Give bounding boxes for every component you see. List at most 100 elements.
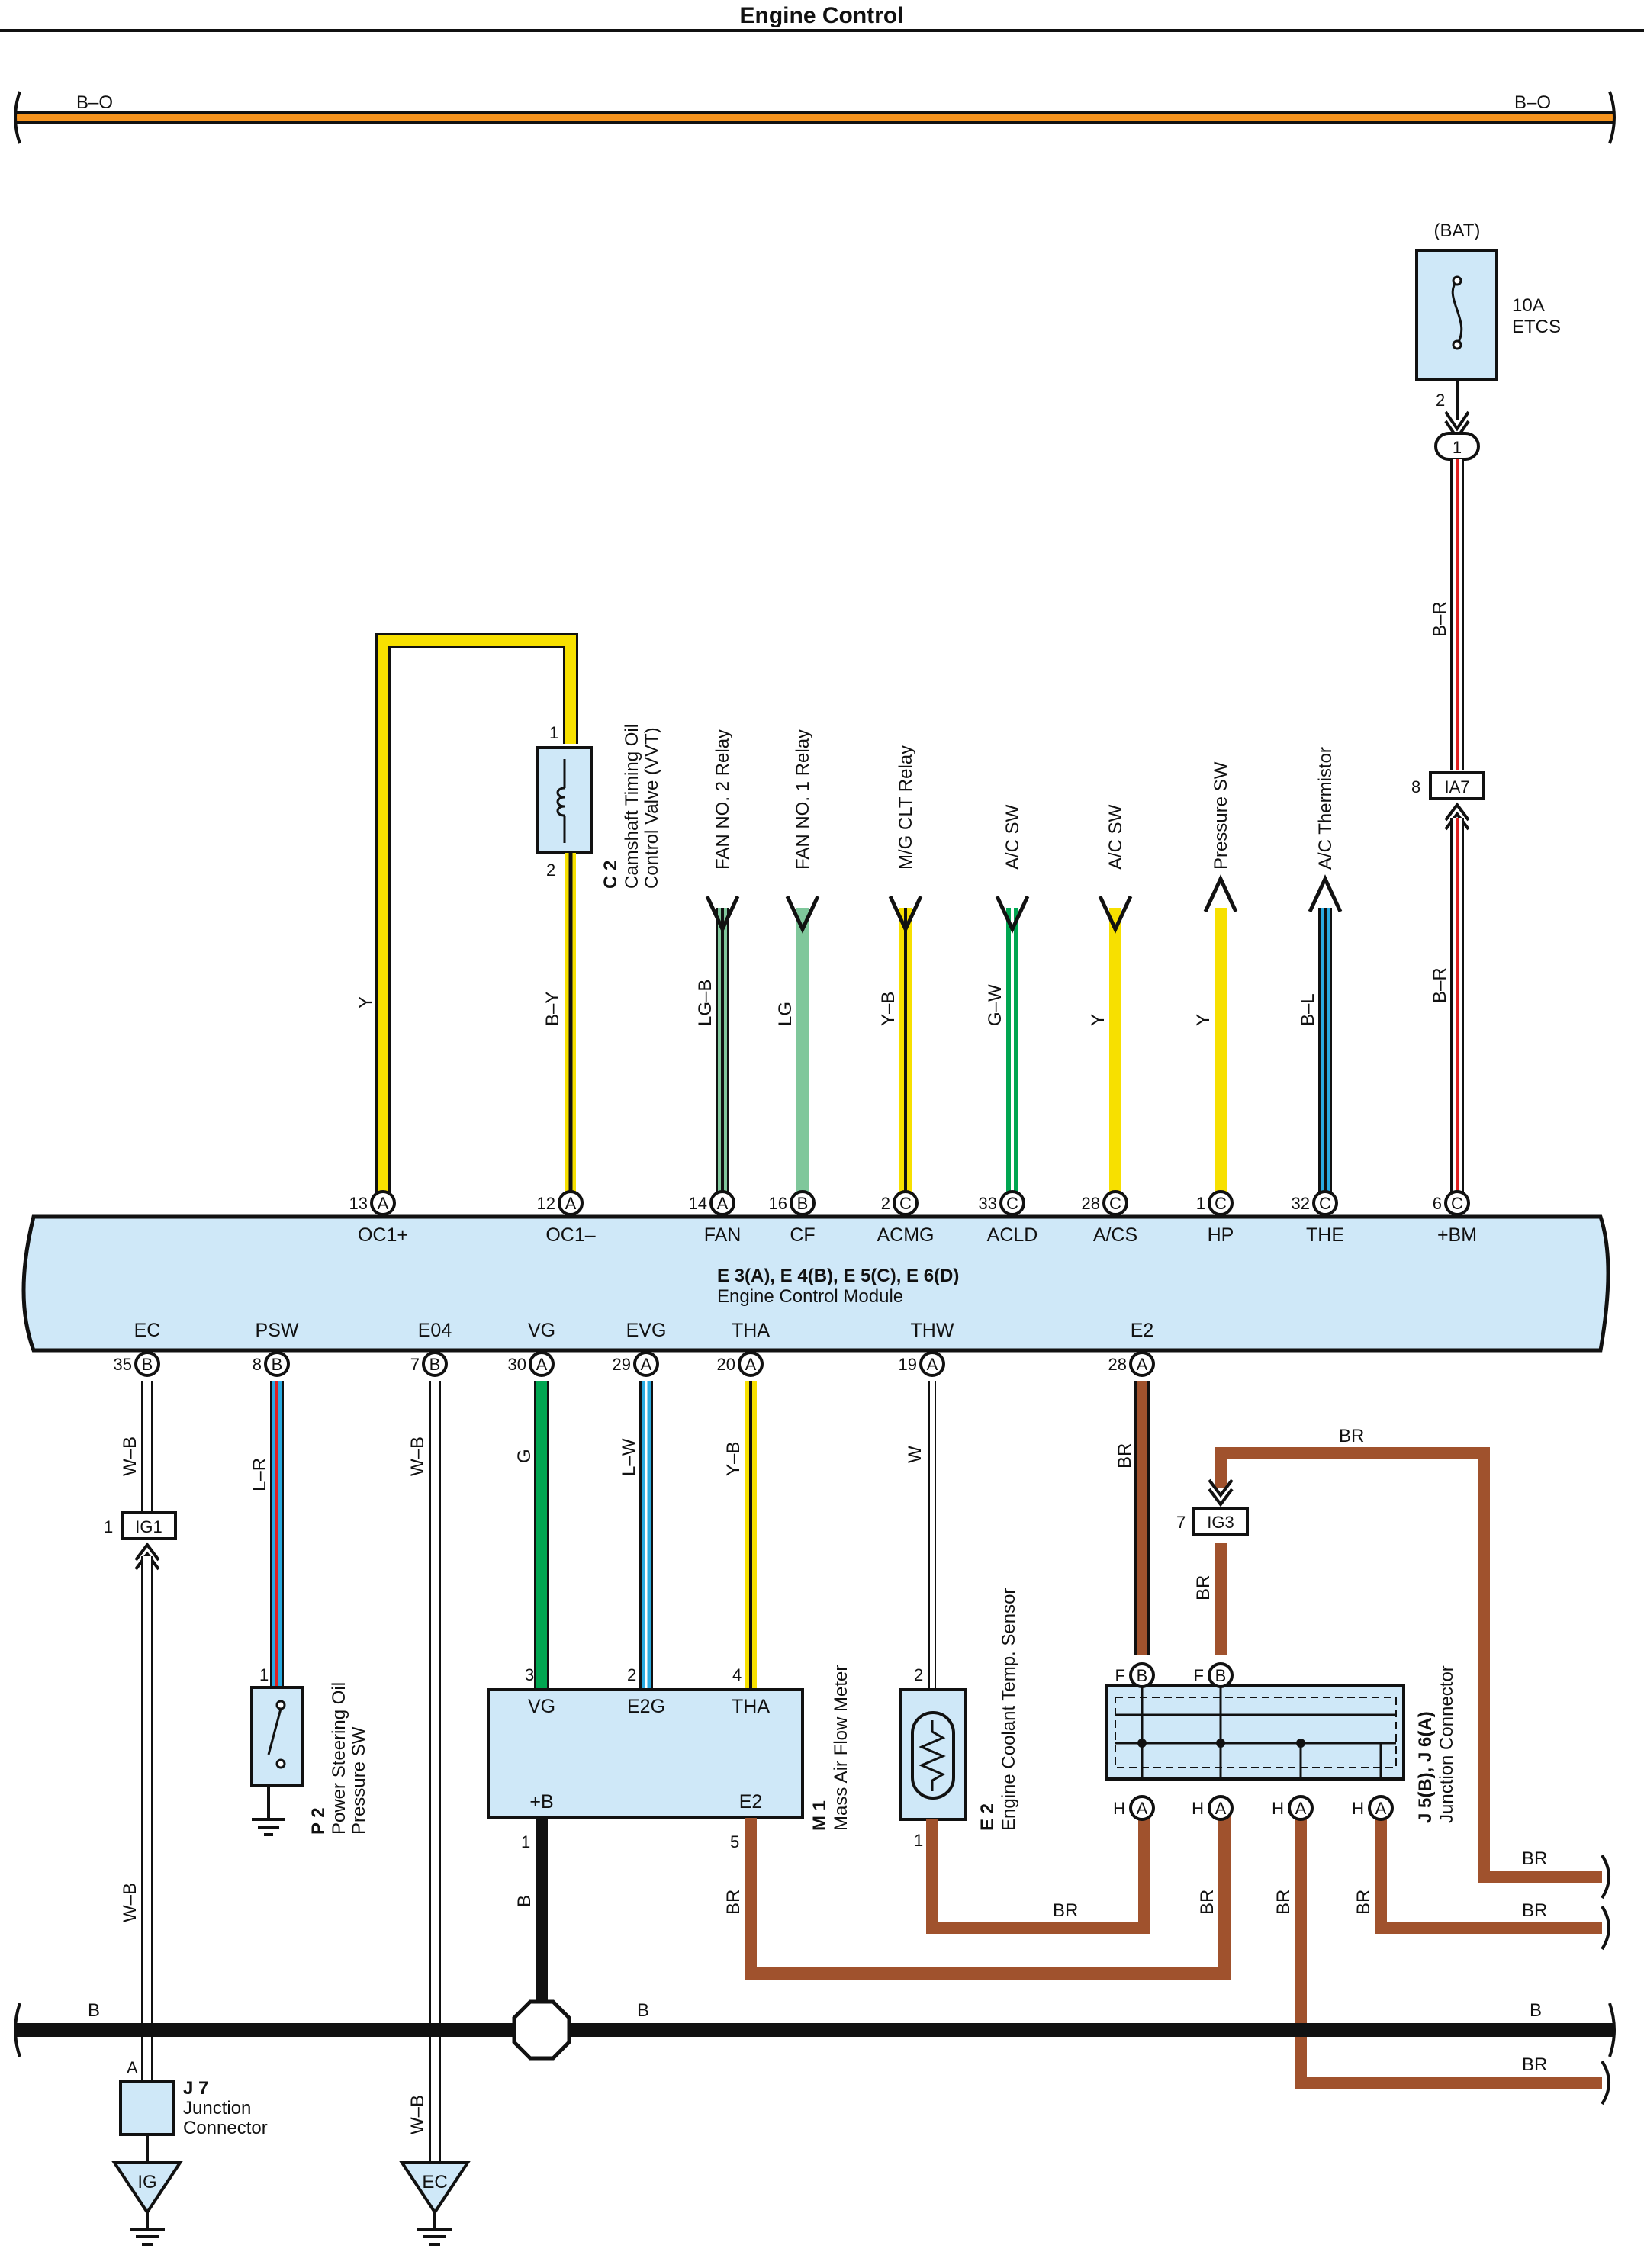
psw-circuit: L–R 1 P 2 Power Steering Oil Pressure SW (249, 1381, 369, 1836)
ecu-bottom-num: 35 (114, 1355, 132, 1374)
ecu-top-pin-ACLD: C33 (979, 1190, 1025, 1216)
ecu-top-pin-ACMG: C2 (881, 1190, 919, 1216)
signal-wire-label-6: B–L (1298, 993, 1318, 1026)
ecu-ids: E 3(A), E 4(B), E 5(C), E 6(D) (717, 1266, 959, 1286)
ecu-top-conn: C (899, 1194, 912, 1213)
arrow-up-icon (1203, 874, 1238, 913)
arrow-up-icon (1308, 874, 1343, 913)
ground-ec-label: EC (422, 2172, 447, 2192)
wire-label-evg: L–W (619, 1438, 639, 1476)
jc-bottom-letter: H (1352, 1799, 1364, 1818)
signal-wire-3: A/C SWG–W (985, 804, 1030, 1202)
j7-pin: A (127, 2058, 138, 2077)
br-label-h2: BR (1273, 1890, 1294, 1915)
ground-ig-label: IG (137, 2172, 156, 2192)
ecu-bottom-pin-EC: B 35 (114, 1351, 160, 1377)
jc-bottom-conn: A (1137, 1799, 1148, 1818)
jc-bottom-pin-2: AH (1272, 1795, 1314, 1821)
jc-bottom-pin-3: AH (1352, 1795, 1394, 1821)
wire-label-vg: G (514, 1449, 535, 1463)
br-label-top: BR (1339, 1426, 1364, 1446)
ground-ig-icon (111, 2161, 183, 2215)
signal-wire-4: A/C SWY (1088, 804, 1133, 1202)
signal-label-4: A/C SW (1105, 804, 1126, 870)
jc-bottom-pin-0: AH (1113, 1795, 1155, 1821)
ecu-bottom-pin-E2: A28 (1108, 1351, 1155, 1377)
ecu-top-num: 2 (881, 1194, 890, 1213)
ecu-top-conn: C (1109, 1194, 1121, 1213)
ecu-bottom-num: 7 (410, 1355, 420, 1374)
ect-pin1: 2 (914, 1665, 923, 1684)
signal-label-2: M/G CLT Relay (896, 745, 916, 870)
ecu-bottom-term: VG (528, 1320, 555, 1341)
wire-label-thw: W (905, 1446, 925, 1463)
maf-id: M 1 (809, 1800, 830, 1831)
ia7-name: IA7 (1444, 777, 1469, 796)
ecu-top-term: ACLD (987, 1224, 1038, 1246)
maf-wires: G L–W Y–B (514, 1381, 757, 1690)
j7-name2: Connector (183, 2118, 268, 2138)
wire-label-bm-upper: B–R (1430, 601, 1450, 637)
ecu-bottom-conn: B (272, 1355, 283, 1374)
maf-pin-e2g: 2 (627, 1665, 636, 1684)
bm-circuit: B–R IA7 8 B–R (1411, 459, 1485, 1202)
ecu-top-conn: A (565, 1194, 577, 1213)
ecu-bottom-conn: B (142, 1355, 153, 1374)
ecu-top-num: 16 (769, 1194, 787, 1213)
connector-arrow-icon (134, 1542, 160, 1571)
ig1-pin: 1 (104, 1517, 113, 1536)
ig1-name: IG1 (135, 1517, 162, 1536)
ecu-bottom-conn: A (536, 1355, 548, 1374)
ecu-bottom-term: THW (911, 1320, 954, 1341)
ecu-top-conn: C (1451, 1194, 1463, 1213)
ecu-top-num: 6 (1433, 1194, 1442, 1213)
signal-label-5: Pressure SW (1211, 761, 1231, 870)
jc-bottom-letter: H (1113, 1799, 1125, 1818)
jc-name: Junction Connector (1436, 1665, 1457, 1823)
ecu-top-num: 14 (689, 1194, 707, 1213)
jc-bottom-letter: H (1272, 1799, 1284, 1818)
maf-term-tha: THA (732, 1696, 770, 1717)
top-bus-label-left: B–O (76, 92, 113, 113)
ecu-top-pin-OC1+: A13 (349, 1190, 396, 1216)
ecu-bottom-num: 28 (1108, 1355, 1127, 1374)
ecu-top-pin-CF: B16 (769, 1190, 816, 1216)
ect-pin2: 1 (914, 1831, 923, 1850)
jc-bottom-letter: H (1192, 1799, 1204, 1818)
ecu-top-pin-THE: C32 (1292, 1190, 1338, 1216)
jc-top-conn: B (1137, 1666, 1148, 1685)
ect-id: E 2 (977, 1803, 998, 1831)
splice-point-icon (512, 1999, 571, 2061)
ig3-pin: 7 (1176, 1513, 1186, 1532)
br-label-h3: BR (1353, 1890, 1374, 1915)
arrow-down-icon (888, 895, 923, 934)
maf-term-vg: VG (528, 1696, 555, 1717)
ecu-bottom-pin-EVG: A29 (613, 1351, 659, 1377)
fuse-icon (1451, 279, 1463, 346)
ecu-bottom-pin-THW: A19 (899, 1351, 945, 1377)
ecu-top-pin-OC1–: A12 (537, 1190, 584, 1216)
coil-icon (556, 787, 565, 817)
ecu-top-term: ACMG (877, 1224, 935, 1246)
signal-wire-label-5: Y (1193, 1014, 1214, 1026)
ecu-top-term: A/CS (1093, 1224, 1137, 1246)
arrow-down-icon (995, 895, 1030, 934)
ecu-top-term: OC1– (545, 1224, 595, 1246)
maf-name: Mass Air Flow Meter (831, 1665, 851, 1831)
maf-pin-b: 1 (521, 1832, 530, 1851)
ig3-name: IG3 (1207, 1513, 1234, 1532)
ecu-top-pin-FAN: A14 (689, 1190, 735, 1216)
thermistor-icon (919, 1720, 946, 1791)
jc-top-pin-1: BF (1194, 1662, 1234, 1688)
jc-id: J 5(B), J 6(A) (1415, 1711, 1436, 1823)
ecu-bottom-pin-VG: A30 (508, 1351, 555, 1377)
bottom-bus: B B B B (14, 1818, 1616, 2061)
fuse-connector-pin: 1 (1453, 438, 1462, 457)
ia7-pin: 8 (1411, 777, 1420, 796)
